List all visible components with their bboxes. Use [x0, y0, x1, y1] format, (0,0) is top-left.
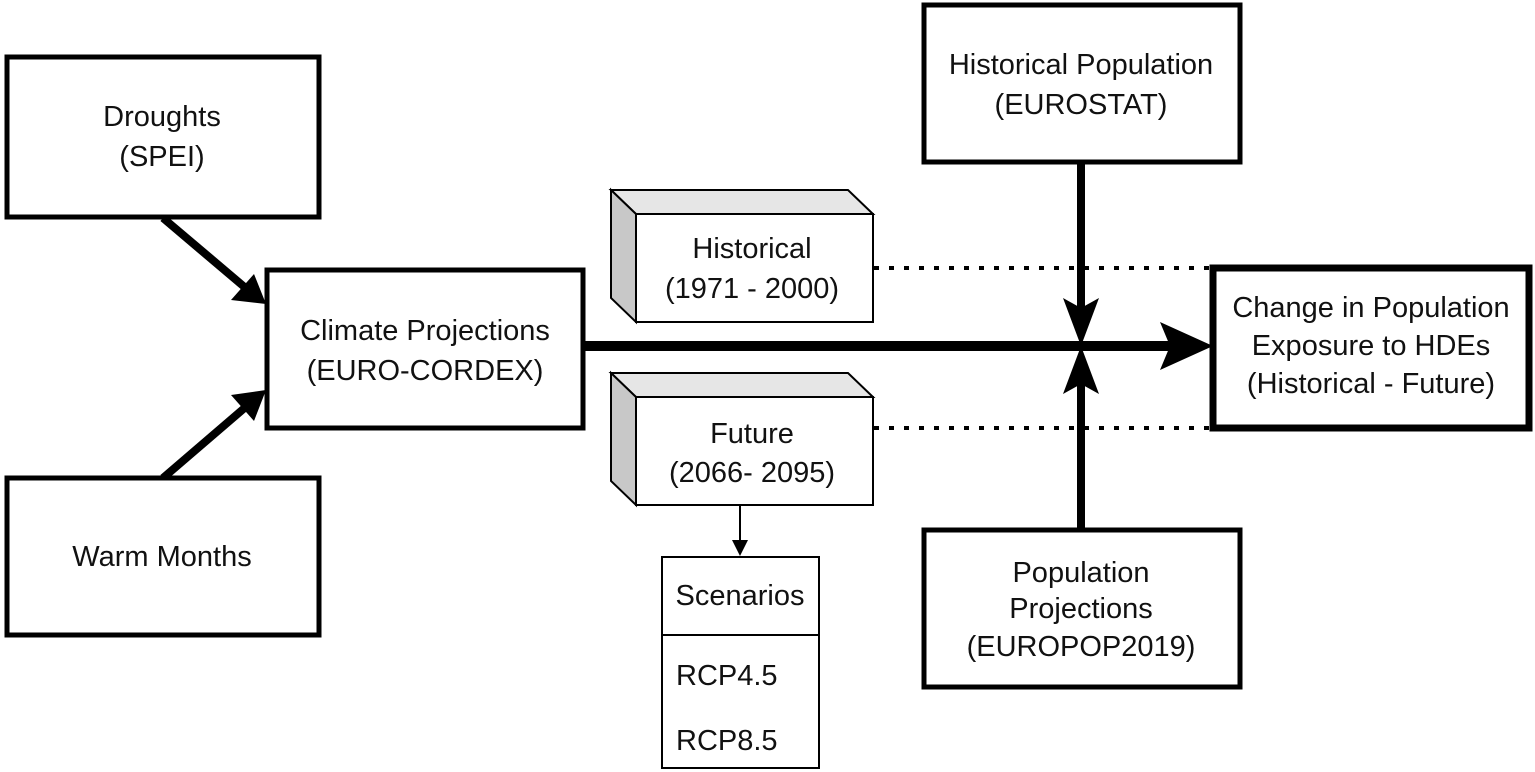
arrow-droughts-to-climate	[160, 214, 251, 294]
future-block-side	[610, 370, 637, 508]
population-projections-box	[921, 527, 1243, 690]
droughts-box	[4, 54, 322, 220]
arrowhead-droughts	[231, 274, 266, 304]
historical-block-front	[635, 213, 874, 323]
population-projections-line1: Population	[1012, 557, 1149, 589]
node-climate-projections: Climate Projections (EURO-CORDEX)	[264, 267, 586, 431]
arrowhead-main	[1160, 322, 1213, 370]
node-population-projections: Population Projections (EUROPOP2019)	[921, 527, 1243, 690]
droughts-subtitle: (SPEI)	[119, 141, 204, 173]
historical-population-source: (EUROSTAT)	[995, 89, 1168, 121]
warm-months-box	[4, 475, 322, 638]
scenario-item-rcp45: RCP4.5	[676, 660, 778, 692]
future-block-front	[635, 396, 874, 506]
warm-months-title: Warm Months	[72, 541, 251, 573]
node-historical-period: Historical (1971 - 2000)	[608, 187, 876, 325]
future-years: (2066- 2095)	[669, 457, 835, 489]
climate-projections-box	[264, 267, 586, 431]
historical-block-top	[608, 189, 876, 215]
historical-population-box	[921, 2, 1243, 165]
droughts-title: Droughts	[103, 101, 221, 133]
change-exposure-box	[1209, 264, 1533, 432]
change-exposure-line2: Exposure to HDEs	[1252, 330, 1491, 362]
population-projections-source: (EUROPOP2019)	[967, 631, 1196, 663]
historical-title: Historical	[692, 233, 811, 265]
historical-population-title: Historical Population	[949, 49, 1213, 81]
change-exposure-line3: (Historical - Future)	[1247, 368, 1495, 400]
arrowhead-histpop	[1063, 298, 1099, 346]
arrow-warm-to-climate	[160, 401, 251, 482]
scenarios-box	[661, 556, 820, 769]
connectors	[160, 162, 1213, 556]
climate-projections-title: Climate Projections	[300, 315, 550, 347]
scenarios-title: Scenarios	[676, 580, 805, 612]
arrowhead-poproj	[1063, 346, 1099, 394]
historical-years: (1971 - 2000)	[665, 273, 839, 305]
node-warm-months: Warm Months	[4, 475, 322, 638]
node-future-period: Future (2066- 2095)	[608, 370, 876, 508]
node-droughts: Droughts (SPEI)	[4, 54, 322, 220]
node-historical-population: Historical Population (EUROSTAT)	[921, 2, 1243, 165]
future-title: Future	[710, 418, 794, 450]
node-scenarios: Scenarios RCP4.5 RCP8.5	[661, 556, 820, 769]
historical-block-side	[610, 187, 637, 325]
scenario-item-rcp85: RCP8.5	[676, 725, 778, 757]
node-change-exposure: Change in Population Exposure to HDEs (H…	[1209, 264, 1533, 432]
future-block-top	[608, 372, 876, 398]
arrowhead-scenarios	[732, 540, 748, 556]
arrowhead-warm	[231, 390, 266, 421]
climate-projections-subtitle: (EURO-CORDEX)	[307, 355, 544, 387]
change-exposure-line1: Change in Population	[1232, 292, 1509, 324]
population-projections-line2: Projections	[1009, 593, 1152, 625]
